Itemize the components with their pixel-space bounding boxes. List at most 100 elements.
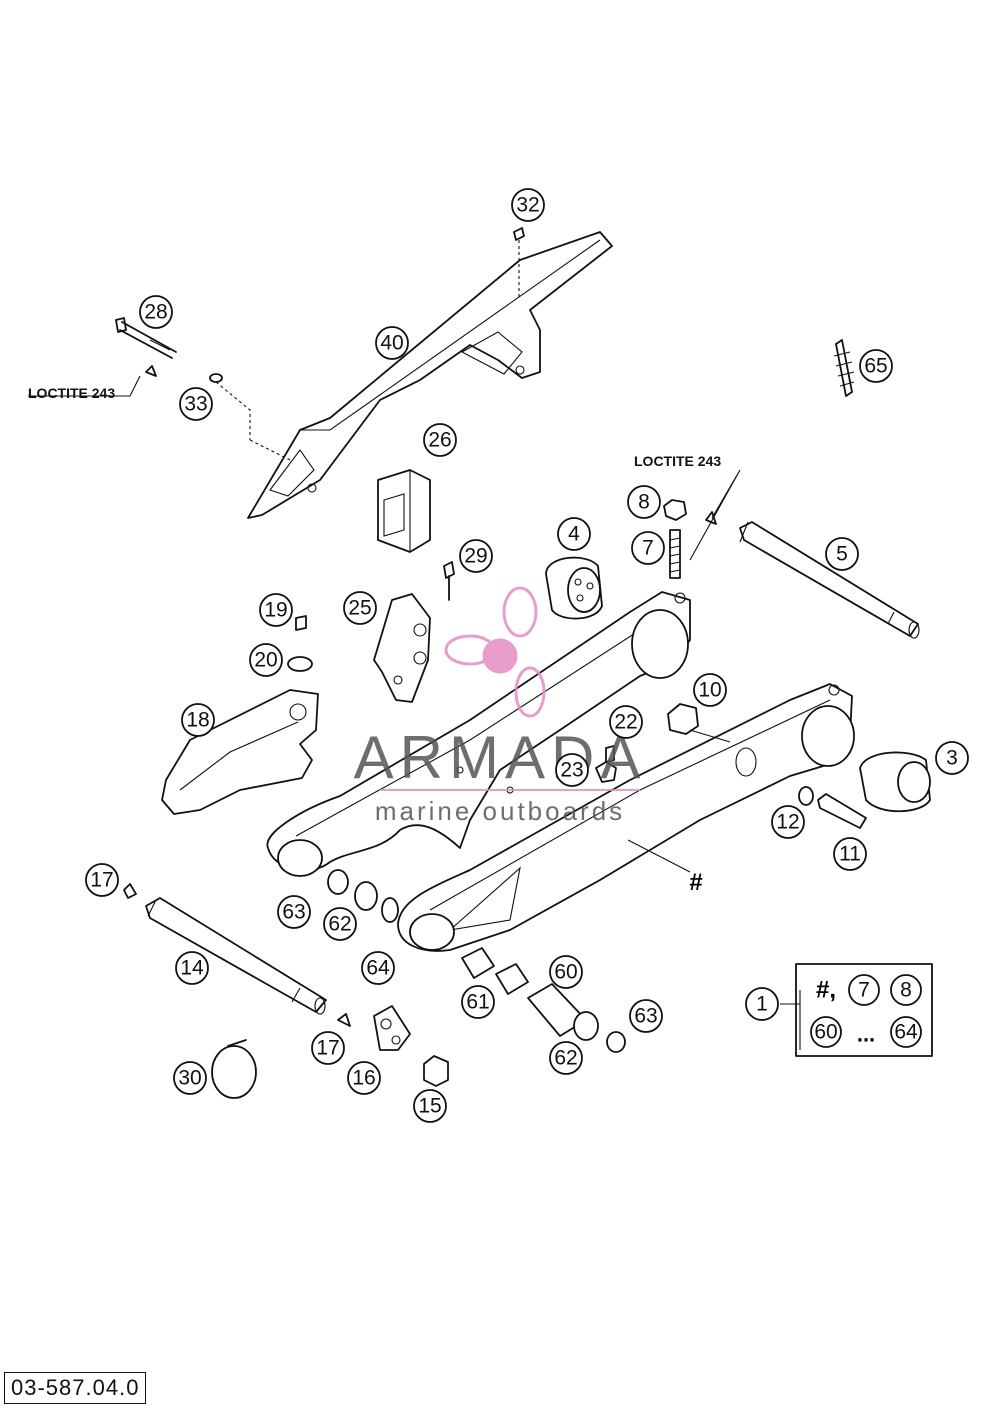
callout-label: 7 xyxy=(642,537,654,560)
callout-17b: 17 xyxy=(311,1031,345,1065)
svg-text:8: 8 xyxy=(900,979,912,1002)
callout-label: 11 xyxy=(839,843,861,866)
callout-label: 17 xyxy=(90,869,113,892)
screw-29-part xyxy=(443,561,455,601)
callout-label: 30 xyxy=(178,1067,201,1090)
callout-4: 4 xyxy=(557,517,591,551)
callout-40: 40 xyxy=(375,326,409,360)
nut-15-part xyxy=(423,1055,449,1087)
callout-29: 29 xyxy=(459,539,493,573)
loctite-note-left: LOCTITE 243 xyxy=(28,385,115,401)
callout-63b: 63 xyxy=(629,999,663,1033)
bolt-28-part xyxy=(115,317,177,377)
bracket-25-part xyxy=(373,593,431,703)
cap-17-lower-part xyxy=(337,1013,351,1027)
callout-label: 63 xyxy=(282,901,305,924)
bearings-right-part xyxy=(461,947,626,1053)
callout-33: 33 xyxy=(179,387,213,421)
bolt-11-part xyxy=(817,793,867,829)
kit-range-start: 60 xyxy=(810,1016,842,1048)
bushing-4-part xyxy=(545,556,603,620)
callout-12: 12 xyxy=(771,805,805,839)
chain-guard-part xyxy=(247,231,613,519)
callout-label: 14 xyxy=(180,957,204,980)
callout-label: 61 xyxy=(466,991,489,1014)
callout-18: 18 xyxy=(181,703,215,737)
callout-label: 28 xyxy=(144,301,167,324)
plate-16-part xyxy=(373,1005,411,1051)
bearings-left-part xyxy=(327,869,399,923)
svg-text:7: 7 xyxy=(858,979,870,1002)
callout-20: 20 xyxy=(249,643,283,677)
callout-16: 16 xyxy=(347,1061,381,1095)
callout-65: 65 xyxy=(859,349,893,383)
callout-label: 17 xyxy=(316,1037,339,1060)
washer-33-part xyxy=(209,373,223,383)
clamp-30-part xyxy=(211,1039,257,1099)
callout-label: 8 xyxy=(638,491,650,514)
callout-label: 20 xyxy=(254,649,277,672)
callout-22: 22 xyxy=(609,705,643,739)
drawing-number: 03-587.04.0 xyxy=(4,1372,147,1404)
callout-23: 23 xyxy=(555,753,589,787)
cap-17-upper-part xyxy=(123,883,137,899)
callout-label: 23 xyxy=(560,759,583,782)
watermark-title: ARMADA xyxy=(354,724,647,791)
loctite-note-right: LOCTITE 243 xyxy=(634,453,721,469)
callout-60: 60 xyxy=(549,955,583,989)
callout-7: 7 xyxy=(631,531,665,565)
kit-item-8: 8 xyxy=(890,974,922,1006)
callout-label: 4 xyxy=(568,523,580,546)
callout-19: 19 xyxy=(259,593,293,627)
nut-8-part xyxy=(663,499,687,521)
callout-label: 62 xyxy=(328,913,351,936)
callout-61: 61 xyxy=(461,985,495,1019)
kit-box: #, 7 8 60 ... 64 xyxy=(795,963,933,1057)
callout-26: 26 xyxy=(423,423,457,457)
callout-label: 40 xyxy=(380,332,403,355)
callout-62a: 62 xyxy=(323,907,357,941)
callout-17a: 17 xyxy=(85,863,119,897)
callout-62b: 62 xyxy=(549,1041,583,1075)
kit-ellipsis: ... xyxy=(857,1022,875,1047)
callout-label: 16 xyxy=(352,1067,375,1090)
callout-label: 63 xyxy=(634,1005,657,1028)
callout-label: 65 xyxy=(864,355,887,378)
callout-label: 3 xyxy=(946,747,958,770)
callout-25: 25 xyxy=(343,591,377,625)
callout-label: 15 xyxy=(418,1095,441,1118)
watermark-subtitle: marine outboards xyxy=(375,796,625,826)
screw-19-part xyxy=(295,615,307,631)
leader-lines xyxy=(28,375,801,1050)
callout-label: 10 xyxy=(698,679,721,702)
washer-12-part xyxy=(798,786,814,806)
callout-32: 32 xyxy=(511,188,545,222)
slider-block-26-part xyxy=(377,469,431,553)
bolt-7-part xyxy=(669,529,681,579)
callout-5: 5 xyxy=(825,537,859,571)
callout-11: 11 xyxy=(833,837,867,871)
callout-14: 14 xyxy=(175,951,209,985)
callout-label: 22 xyxy=(614,711,637,734)
callout-label: 18 xyxy=(186,709,209,732)
callout-label: 33 xyxy=(184,393,207,416)
spring-65-part xyxy=(833,339,855,397)
kit-item-7: 7 xyxy=(848,974,880,1006)
callout-label: 19 xyxy=(264,599,287,622)
kit-hash: #, xyxy=(816,977,836,1004)
svg-text:64: 64 xyxy=(894,1021,918,1044)
callout-kit-1: 1 xyxy=(745,987,779,1021)
axle-5-part xyxy=(739,521,920,639)
eccentric-3-part xyxy=(859,751,931,813)
nut-23-part xyxy=(595,761,617,783)
kit-range-end: 64 xyxy=(890,1016,922,1048)
callout-64: 64 xyxy=(361,951,395,985)
callout-label: 32 xyxy=(516,194,539,217)
callout-label: 26 xyxy=(428,429,451,452)
chain-guide-18-part xyxy=(161,689,319,815)
adjuster-10-part xyxy=(667,703,699,735)
svg-text:60: 60 xyxy=(814,1021,837,1044)
callout-15: 15 xyxy=(413,1089,447,1123)
